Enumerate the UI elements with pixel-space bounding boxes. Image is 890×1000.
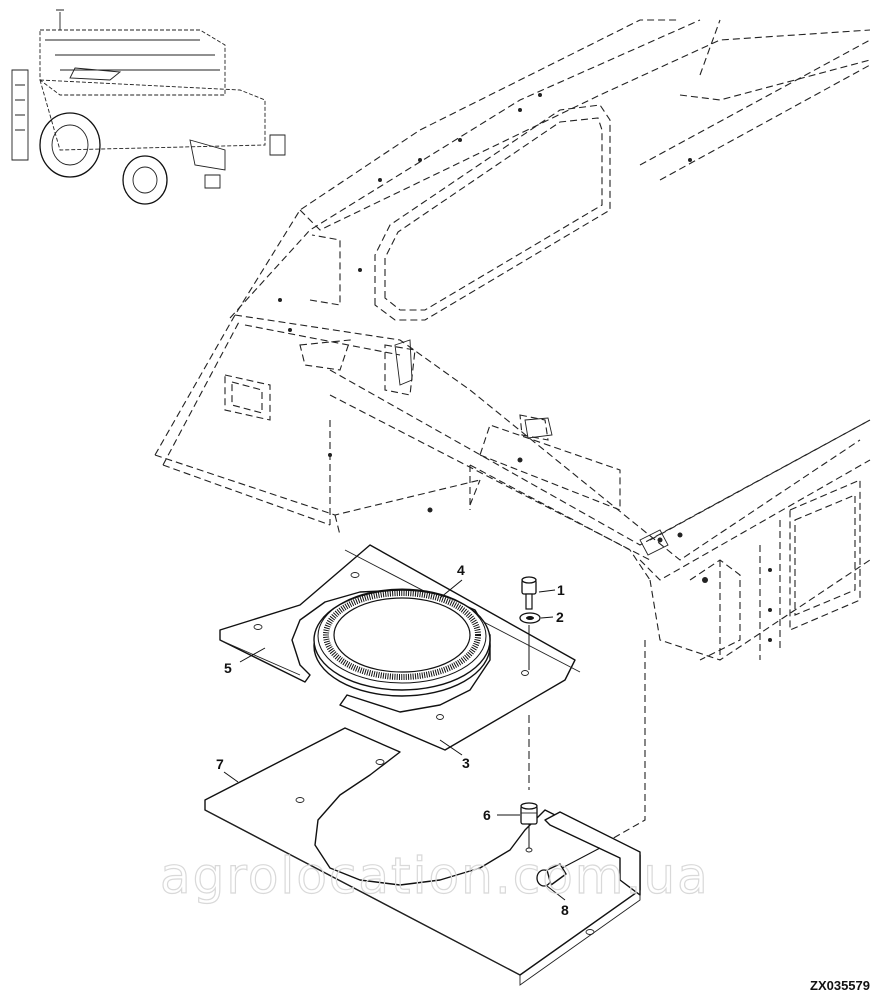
callout-1: 1 [557,582,565,598]
combine-frame [154,19,871,841]
bolt-part-1 [521,576,537,610]
nut-part-6 [520,802,538,825]
callout-6: 6 [483,807,491,823]
bolt-part-8 [536,847,601,887]
figure-code: ZX035579 [810,978,870,993]
washer-part-2 [519,612,541,624]
callouts: 1 2 3 4 5 6 7 8 [216,562,569,918]
callout-3: 3 [462,755,470,771]
callout-5: 5 [224,660,232,676]
callout-2: 2 [556,609,564,625]
callout-4: 4 [457,562,465,578]
callout-7: 7 [216,756,224,772]
machine-locator-thumbnail [11,9,286,205]
callout-8: 8 [561,902,569,918]
seal-ring-part-4 [313,588,491,697]
watermark-text: agrolocation.com.ua [160,847,710,905]
